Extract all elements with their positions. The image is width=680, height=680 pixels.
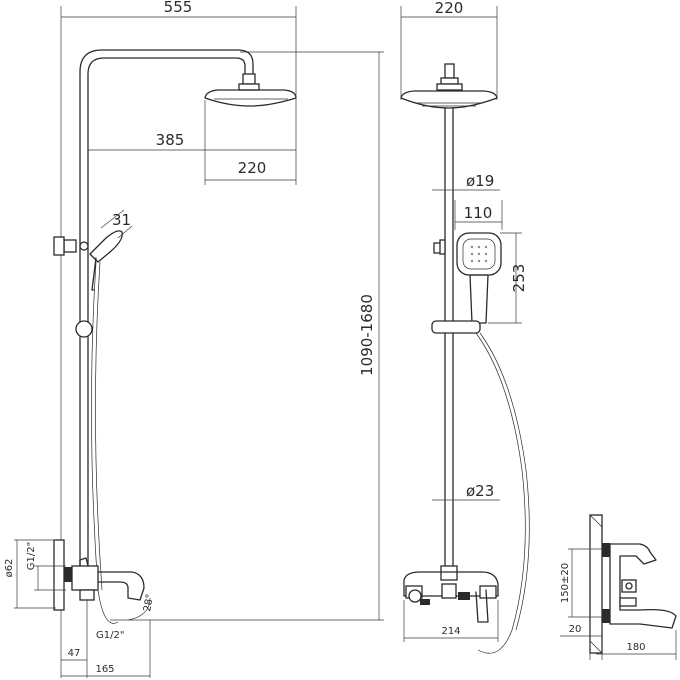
thread-lower-label: G1/2" xyxy=(96,630,124,641)
riser-pipe-outer xyxy=(79,49,254,567)
dim-150-label: 150±20 xyxy=(560,563,571,603)
dim-23-label: ø23 xyxy=(466,482,494,500)
diverter-knob xyxy=(79,557,89,567)
handshower-handle xyxy=(469,274,489,324)
dim-253-label: 253 xyxy=(510,264,528,293)
spout-side xyxy=(97,571,145,601)
slider-bracket xyxy=(63,239,77,253)
dim-220-front-label: 220 xyxy=(435,0,464,17)
dim-height-label: 1090-1680 xyxy=(358,294,376,376)
dim-110-label: 110 xyxy=(464,204,493,222)
front-riser-coupling xyxy=(440,565,458,581)
detail-wall xyxy=(589,514,603,654)
front-inlet-left xyxy=(408,589,422,603)
dim-19-label: ø19 xyxy=(466,172,494,190)
wall-plate xyxy=(53,539,65,611)
detail-mixer-body xyxy=(609,543,677,629)
front-glide-ring xyxy=(431,320,481,334)
thread-upper-label: G1/2" xyxy=(26,542,37,570)
front-overhead-head xyxy=(400,90,498,109)
dim-62-label: ø62 xyxy=(4,559,15,578)
riser-pipe-inner xyxy=(87,57,246,567)
dim-47-label: 47 xyxy=(68,648,81,659)
side-view: 555 385 220 1090-1680 31 xyxy=(4,0,384,678)
dim-214-label: 214 xyxy=(441,626,460,637)
dim-20-label: 20 xyxy=(569,624,582,635)
detail-view: 150±20 20 180 xyxy=(560,514,677,660)
front-head-connector xyxy=(444,63,455,79)
front-mixer-body xyxy=(403,571,499,597)
dim-31-label: 31 xyxy=(112,211,131,229)
spout-angle-arc xyxy=(127,597,151,621)
front-lever xyxy=(475,589,489,623)
dim-555-label: 555 xyxy=(164,0,193,16)
glide-ring-side xyxy=(75,320,93,338)
handshower-side xyxy=(89,230,123,263)
dim-220-side-label: 220 xyxy=(238,159,267,177)
front-hose xyxy=(475,332,526,654)
mixer-body-side xyxy=(71,565,99,591)
front-spout-outlet xyxy=(441,583,457,599)
overhead-shower-head xyxy=(204,89,297,107)
detail-fitting-lower xyxy=(602,609,610,623)
handshower-nozzles xyxy=(470,245,488,263)
dim-385-label: 385 xyxy=(156,131,185,149)
dim-180-label: 180 xyxy=(626,642,645,653)
front-view: 220 ø19 110 253 xyxy=(400,0,530,654)
hose-side xyxy=(91,261,119,624)
spout-angle-label: 28° xyxy=(142,593,156,612)
head-connector xyxy=(242,73,256,85)
dim-165-label: 165 xyxy=(95,664,114,675)
detail-fitting-upper xyxy=(602,543,610,557)
